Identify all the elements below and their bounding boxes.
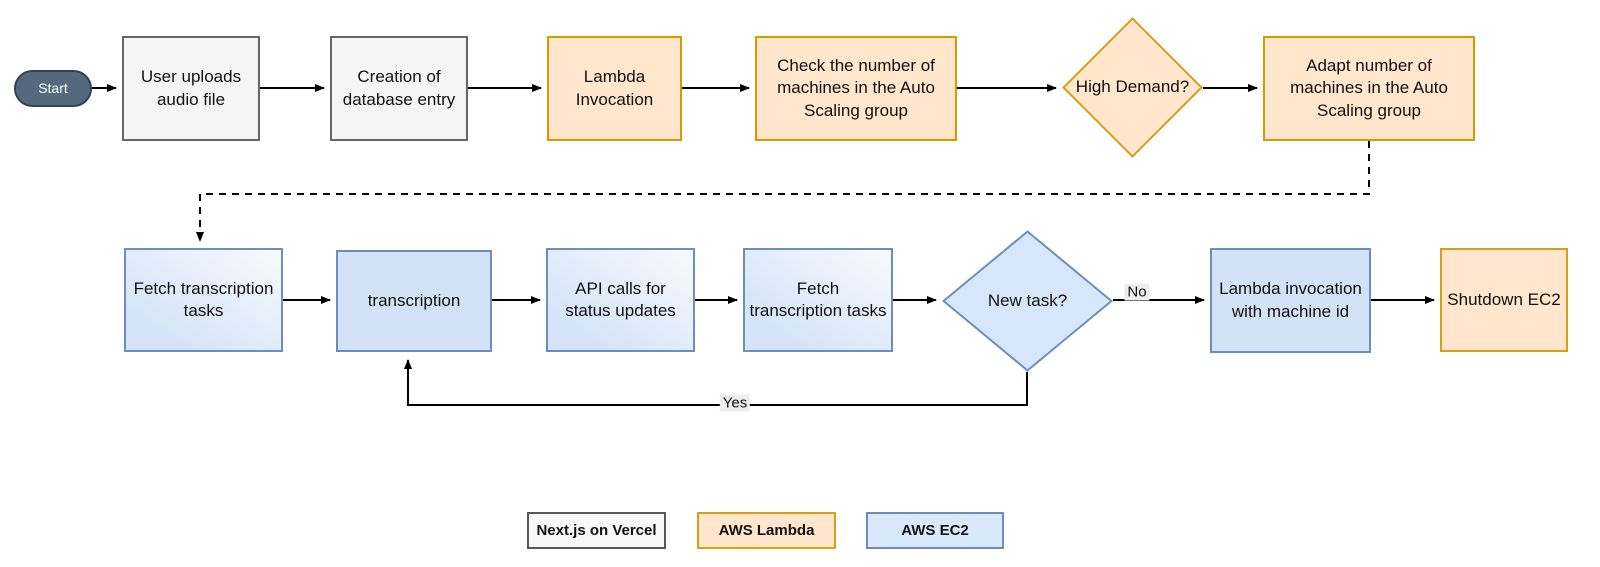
legend-label: AWS EC2 — [901, 522, 969, 539]
node-user-uploads-audio: User uploads audio file — [122, 36, 260, 141]
node-start: Start — [14, 70, 92, 107]
node-check-machines: Check the number of machines in the Auto… — [755, 36, 957, 141]
node-start-label: Start — [38, 80, 68, 97]
legend-label: AWS Lambda — [718, 522, 815, 539]
node-api-calls-status: API calls for status updates — [546, 248, 695, 352]
node-shutdown-ec2: Shutdown EC2 — [1440, 248, 1568, 352]
decision-label: High Demand? — [1075, 77, 1190, 97]
node-label: Check the number of machines in the Auto… — [777, 56, 935, 120]
node-label: Creation of database entry — [342, 67, 456, 109]
decision-label: New task? — [987, 290, 1068, 310]
node-creation-db-entry: Creation of database entry — [330, 36, 468, 141]
edge-adapt-to-fetch-dashed — [196, 141, 1370, 242]
node-label: Lambda invocation with machine id — [1219, 279, 1362, 321]
node-label: Fetch transcription tasks — [749, 278, 887, 320]
decision-high-demand: High Demand? — [1062, 17, 1203, 158]
node-lambda-invocation-machine-id: Lambda invocation with machine id — [1210, 248, 1371, 353]
node-label: Fetch transcription tasks — [133, 278, 274, 320]
legend-label: Next.js on Vercel — [536, 522, 657, 539]
node-label: Shutdown EC2 — [1447, 289, 1561, 309]
edge-label-yes: Yes — [719, 394, 751, 412]
legend-item-aws-lambda: AWS Lambda — [697, 512, 836, 549]
diamond-shape — [1062, 17, 1203, 158]
node-label: User uploads audio file — [140, 67, 242, 109]
node-adapt-machines: Adapt number of machines in the Auto Sca… — [1263, 36, 1475, 141]
node-label: API calls for status updates — [565, 278, 676, 320]
node-fetch-transcription-tasks-2: Fetch transcription tasks — [743, 248, 893, 352]
legend-item-vercel: Next.js on Vercel — [527, 512, 666, 549]
node-fetch-transcription-tasks-1: Fetch transcription tasks — [124, 248, 283, 352]
edge-label-no: No — [1124, 283, 1150, 301]
decision-new-task: New task? — [942, 230, 1113, 372]
diamond-shape — [942, 230, 1113, 372]
node-lambda-invocation: Lambda Invocation — [547, 36, 682, 141]
legend-item-aws-ec2: AWS EC2 — [866, 512, 1004, 549]
node-label: Lambda Invocation — [575, 67, 654, 109]
edge-newtask-yes-loop — [404, 359, 1028, 406]
node-label: Adapt number of machines in the Auto Sca… — [1290, 56, 1448, 120]
node-label: transcription — [367, 290, 461, 310]
node-transcription: transcription — [336, 250, 492, 352]
